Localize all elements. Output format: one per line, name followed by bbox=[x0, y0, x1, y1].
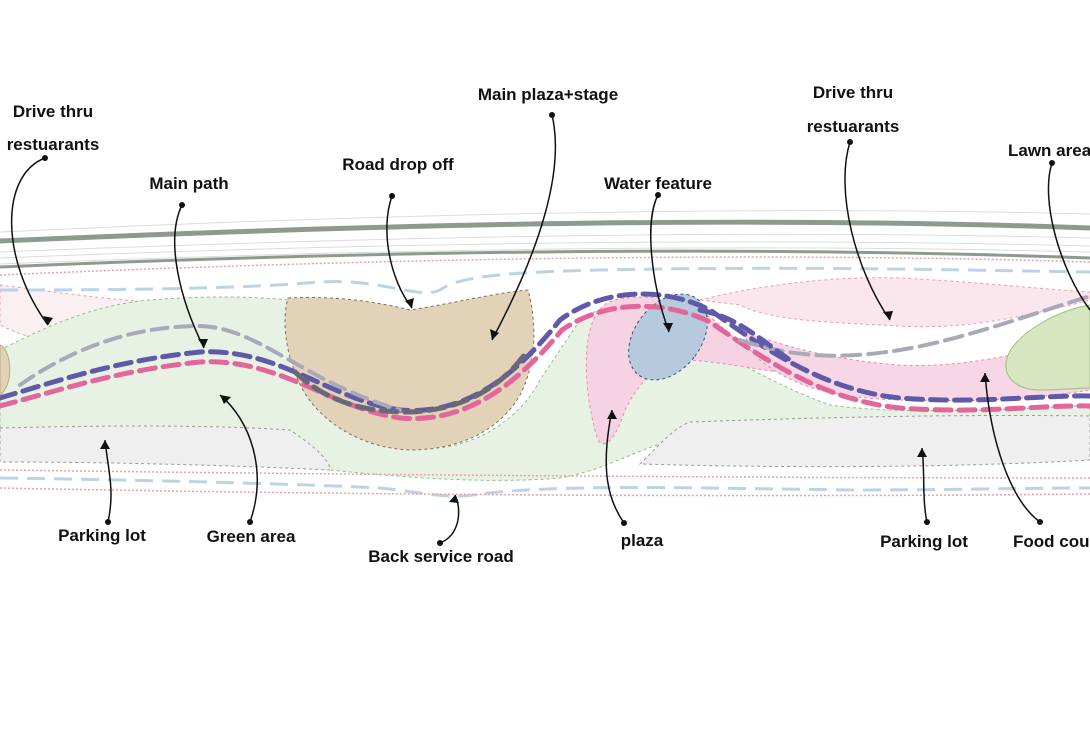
leader-main-path bbox=[173, 204, 205, 349]
leader-lines bbox=[10, 114, 1090, 544]
service-roads bbox=[0, 266, 1090, 498]
parking-lot-right-area bbox=[638, 414, 1090, 468]
leader-dots bbox=[42, 112, 1055, 546]
label-main-path: Main path bbox=[149, 174, 229, 193]
main-plaza-stage-area bbox=[284, 289, 535, 451]
leader-main-plaza-stage bbox=[491, 114, 557, 341]
leader-road-drop-off bbox=[386, 195, 413, 309]
main-road bbox=[0, 219, 1090, 269]
site-boundary-lines bbox=[0, 210, 1090, 265]
leader-plaza bbox=[605, 409, 625, 524]
label-parking-lot-right: Parking lot bbox=[880, 532, 968, 551]
leader-water-feature bbox=[650, 194, 670, 333]
label-drive-thru-right-line1: Drive thru bbox=[812, 83, 894, 102]
label-plaza: plaza bbox=[620, 531, 664, 550]
left-edge-patch bbox=[0, 344, 11, 396]
leader-food-court bbox=[984, 372, 1041, 523]
water-feature-area bbox=[628, 293, 708, 381]
drive-thru-right-area bbox=[699, 277, 1090, 328]
label-drive-thru-left-line1: Drive thru bbox=[12, 102, 94, 121]
leader-lawn-area bbox=[1047, 162, 1090, 311]
label-parking-lot-left: Parking lot bbox=[58, 526, 146, 545]
leader-drive-thru-left bbox=[10, 157, 49, 326]
lawn-area bbox=[1005, 304, 1090, 391]
main-path bbox=[0, 291, 1090, 422]
parking-lot-left-area bbox=[0, 425, 331, 471]
label-back-service-road: Back service road bbox=[368, 547, 514, 566]
leader-drive-thru-right bbox=[844, 141, 891, 321]
label-main-plaza-stage: Main plaza+stage bbox=[477, 85, 619, 104]
site-edge-dotted bbox=[0, 256, 1090, 497]
label-water-feature: Water feature bbox=[603, 174, 713, 193]
label-drive-thru-right-line2: restuarants bbox=[806, 117, 900, 136]
label-lawn-area: Lawn area bbox=[1008, 141, 1090, 160]
label-road-drop-off: Road drop off bbox=[342, 155, 454, 174]
food-court-area bbox=[738, 328, 1090, 402]
label-green-area: Green area bbox=[206, 527, 296, 546]
label-drive-thru-left-line2: restuarants bbox=[6, 135, 100, 154]
label-food-court: Food court bbox=[1013, 532, 1090, 551]
leader-arrowheads bbox=[43, 298, 990, 503]
leader-green-area bbox=[219, 394, 258, 523]
